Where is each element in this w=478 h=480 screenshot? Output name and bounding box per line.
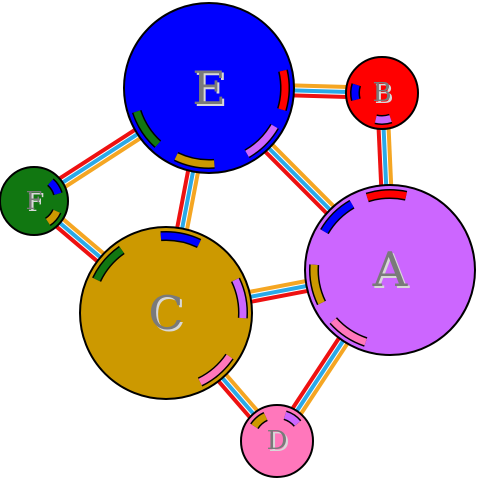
edge-E-C-strand-1: [179, 165, 197, 235]
node-C-port-A: [232, 278, 247, 319]
node-A-port-C: [310, 264, 325, 305]
node-C[interactable]: CC: [79, 226, 253, 400]
edge-E-F-strand-0: [59, 133, 147, 192]
node-E-port-A: [245, 124, 278, 157]
node-C-label-shadow: C: [150, 288, 185, 342]
edge-E-C: [174, 164, 202, 236]
edge-C-D-strand-1: [216, 372, 259, 420]
node-F[interactable]: FF: [0, 166, 69, 236]
node-A-circle: [304, 184, 476, 356]
node-F-port-C: [45, 209, 60, 225]
edge-B-A-strand-1: [381, 122, 389, 192]
edge-C-D: [213, 368, 263, 423]
node-E-label: E: [192, 61, 226, 115]
node-D[interactable]: DD: [240, 404, 314, 478]
edges-layer: [50, 83, 394, 423]
node-D-label: D: [267, 426, 288, 456]
node-B-label: B: [372, 78, 391, 108]
edge-B-A-strand-0: [386, 122, 394, 191]
node-A-label-shadow: A: [374, 244, 411, 300]
node-C-port-D: [198, 354, 233, 386]
edge-A-D-strand-1: [291, 334, 349, 418]
node-C-label: C: [148, 286, 183, 340]
node-E-port-F: [133, 110, 161, 147]
edge-E-C-strand-0: [183, 166, 202, 236]
node-A-port-E: [321, 201, 354, 234]
node-E-port-C: [174, 153, 215, 168]
edge-E-A-strand-1: [263, 142, 336, 216]
edge-E-A-strand-2: [259, 146, 333, 219]
node-B-label-shadow: B: [374, 80, 393, 110]
node-F-label-shadow: F: [28, 189, 45, 217]
node-A[interactable]: AA: [304, 184, 476, 356]
edge-A-D-strand-2: [287, 332, 344, 415]
edge-E-F-strand-2: [53, 124, 142, 184]
edge-E-A: [259, 139, 340, 219]
edge-C-A: [243, 278, 314, 305]
node-A-label: A: [372, 242, 409, 298]
node-D-port-A: [283, 411, 301, 426]
edge-E-F: [53, 124, 147, 192]
node-A-port-B: [366, 190, 407, 201]
edge-C-A-strand-2: [245, 287, 314, 305]
edge-F-C-strand-0: [57, 213, 110, 259]
node-F-port-E: [47, 179, 62, 196]
node-C-circle: [79, 226, 253, 400]
node-B-circle: [345, 56, 419, 130]
edge-B-A: [376, 122, 394, 192]
edge-B-A-strand-2: [376, 123, 384, 192]
edge-C-A-strand-0: [243, 278, 312, 295]
node-B-port-E: [351, 83, 360, 101]
node-D-label-shadow: D: [269, 428, 290, 458]
node-D-port-C: [251, 413, 268, 429]
node-E-port-B: [278, 69, 289, 111]
node-B[interactable]: BB: [345, 56, 419, 130]
edge-F-C: [50, 213, 110, 267]
node-B-port-A: [374, 115, 392, 124]
edge-F-C-strand-1: [54, 217, 107, 263]
node-C-port-F: [93, 247, 124, 282]
edge-E-A-strand-0: [266, 139, 340, 212]
node-E-label-shadow: E: [194, 63, 228, 117]
edge-A-D: [287, 332, 353, 420]
node-C-port-E: [160, 232, 201, 247]
node-E-circle: [123, 2, 295, 174]
edge-C-D-strand-0: [220, 368, 263, 417]
edge-A-D-strand-0: [296, 337, 353, 420]
edge-E-C-strand-2: [174, 164, 192, 234]
edge-E-B-strand-1: [287, 88, 353, 95]
node-A-port-D: [330, 318, 367, 346]
edge-E-B-strand-2: [287, 93, 352, 100]
edge-F-C-strand-2: [50, 221, 104, 267]
edge-C-D-strand-2: [213, 375, 256, 423]
edge-E-B-strand-0: [288, 83, 353, 90]
edge-E-B: [287, 83, 353, 100]
node-E[interactable]: EE: [123, 2, 295, 174]
edge-C-A-strand-1: [244, 282, 313, 300]
edge-E-F-strand-1: [56, 129, 144, 188]
node-F-label: F: [26, 187, 43, 215]
